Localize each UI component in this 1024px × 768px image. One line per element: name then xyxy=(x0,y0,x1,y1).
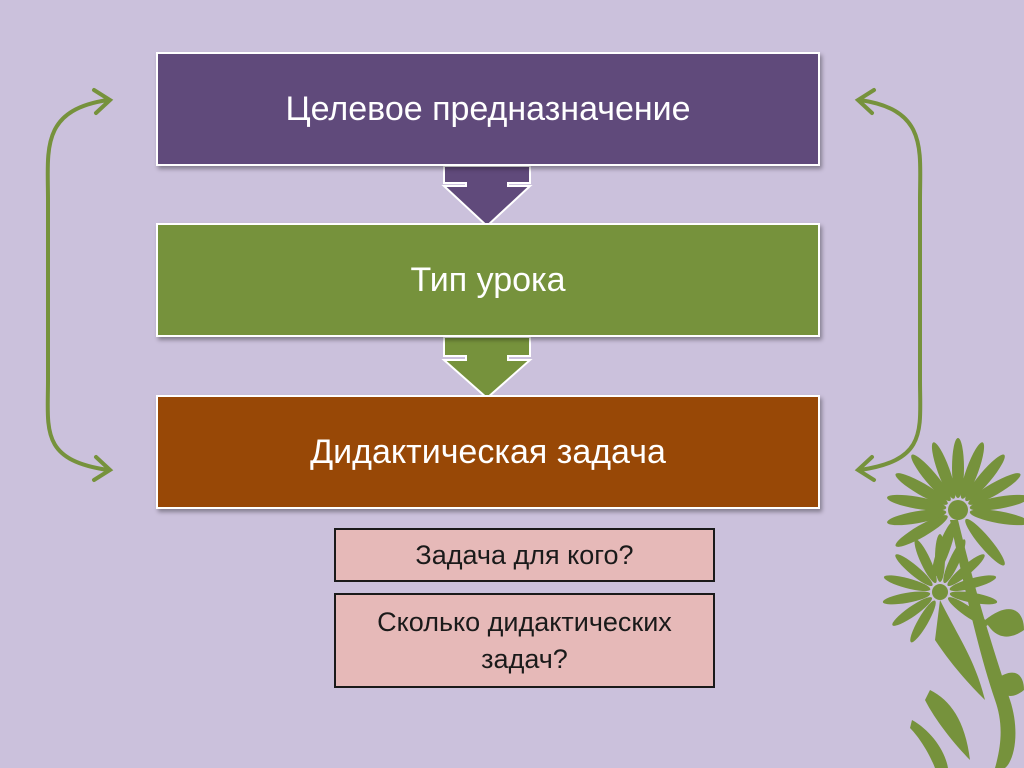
flower-icon xyxy=(882,438,1024,768)
note-label-how-many-tasks: Сколько дидактических задач? xyxy=(377,607,672,674)
step-box-didactic-task: Дидактическая задача xyxy=(156,395,820,509)
down-arrow-1 xyxy=(441,165,533,228)
note-how-many-tasks: Сколько дидактических задач? xyxy=(334,593,715,688)
step-box-lesson-type: Тип урока xyxy=(156,223,820,337)
down-arrow-2 xyxy=(441,336,533,400)
left-cycle-arrow xyxy=(45,88,114,482)
right-cycle-arrow xyxy=(854,88,923,482)
note-task-for-whom: Задача для кого? xyxy=(334,528,715,582)
step-label-purpose: Целевое предназначение xyxy=(285,89,691,128)
step-box-purpose: Целевое предназначение xyxy=(156,52,820,166)
step-label-lesson-type: Тип урока xyxy=(410,260,566,299)
step-label-didactic-task: Дидактическая задача xyxy=(310,432,666,471)
note-label-task-for-whom: Задача для кого? xyxy=(415,539,634,570)
